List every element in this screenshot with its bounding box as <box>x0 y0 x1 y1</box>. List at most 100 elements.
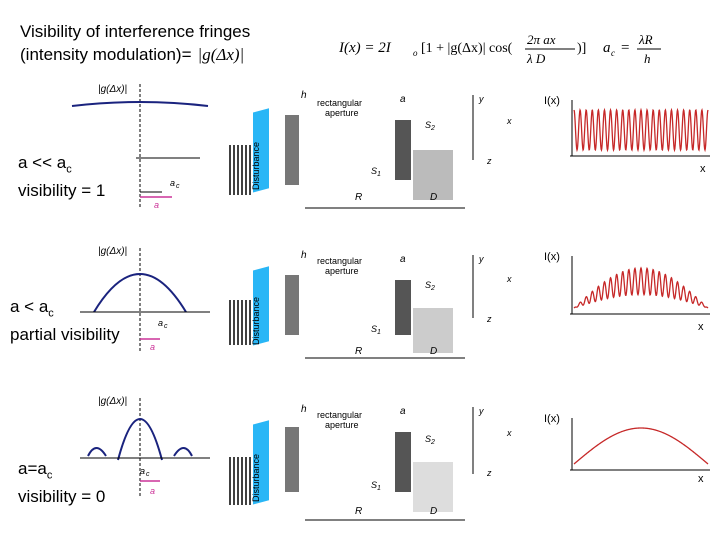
x-axis-label: x <box>506 116 512 126</box>
aperture-label-1: rectangular <box>317 98 362 108</box>
row-3-setup-diagram: Disturbance h rectangular aperture a S 2… <box>229 404 512 521</box>
aperture-label-2: aperture <box>325 266 359 276</box>
h-label: h <box>301 404 307 415</box>
s1-sub: 1 <box>377 329 381 336</box>
row-1-a-label: a <box>154 200 159 210</box>
s1-label: S <box>371 480 377 490</box>
row-1-ac-sub: c <box>176 183 180 190</box>
row-2-intensity-plot: I(x) x <box>544 251 710 333</box>
intensity-end: )] <box>577 41 586 56</box>
s2-sub: 2 <box>430 285 435 292</box>
ac-eq: = <box>621 40 629 56</box>
ac-numerator: λR <box>638 32 653 47</box>
row-3-intensity-plot: I(x) x <box>544 413 710 485</box>
a-label: a <box>400 254 406 265</box>
row-3-x-label: x <box>698 473 704 485</box>
incoming-wavefronts <box>229 300 251 345</box>
x-axis-label: x <box>506 428 512 438</box>
row-1-label-line-2: visibility = 1 <box>18 181 106 201</box>
row-2-coherence-curve <box>93 273 187 313</box>
intensity-denominator: λ D <box>526 51 546 66</box>
aperture-label-1: rectangular <box>317 410 362 420</box>
disturbance-label: Disturbance <box>251 297 261 345</box>
row-2-gdx-label: |g(Δx)| <box>98 246 127 257</box>
row-3-coherence-curve <box>87 418 193 461</box>
double-slit <box>395 432 411 492</box>
x-axis-label: x <box>506 274 512 284</box>
ac-lhs: a <box>603 40 611 56</box>
intensity-sub: o <box>413 48 418 58</box>
z-label: z <box>486 314 492 324</box>
d-label: D <box>430 506 437 517</box>
row-3-a-label: a <box>150 486 155 496</box>
a-label: a <box>400 406 406 417</box>
row-3-label-sub: c <box>46 469 53 482</box>
row-1-coherence-plot: |g(Δx)| a c a <box>71 84 209 210</box>
disturbance-label: Disturbance <box>251 454 261 502</box>
row-3-label-line-1: a=a <box>18 459 47 478</box>
row-3-label: a=ac visibility = 0 <box>18 458 105 507</box>
row-1-setup-diagram: Disturbance h rectangular aperture a S 2… <box>229 90 512 209</box>
row-1-label-line-1: a << a <box>18 153 67 172</box>
screen-fringes <box>413 462 453 512</box>
z-label: z <box>486 156 492 166</box>
screen-fringes <box>413 150 453 200</box>
row-2-label-line-2: partial visibility <box>10 325 120 345</box>
aperture-label-1: rectangular <box>317 256 362 266</box>
title-gdx: |g(Δx)| <box>197 45 245 64</box>
h-label: h <box>301 90 307 101</box>
ac-denominator: h <box>644 51 651 66</box>
d-label: D <box>430 346 437 357</box>
title-line-2: (intensity modulation)= <box>20 45 192 64</box>
z-label: z <box>486 468 492 478</box>
rectangular-aperture <box>285 427 299 492</box>
rectangular-aperture <box>285 115 299 185</box>
s1-label: S <box>371 324 377 334</box>
setup-waves <box>229 145 251 195</box>
row-2-ac-sub: c <box>164 323 168 330</box>
rectangular-aperture <box>285 275 299 335</box>
y-label: y <box>478 94 484 104</box>
s2-label: S <box>425 120 431 130</box>
aperture-label-2: aperture <box>325 420 359 430</box>
d-label: D <box>430 192 437 203</box>
y-label: y <box>478 254 484 264</box>
incoming-wavefronts <box>229 457 251 505</box>
row-1-intensity-plot: I(x) x <box>544 95 710 175</box>
r-label: R <box>355 192 362 203</box>
h-label: h <box>301 250 307 261</box>
r-label: R <box>355 506 362 517</box>
s2-sub: 2 <box>430 125 435 132</box>
intensity-numerator: 2π ax <box>527 32 556 47</box>
row-2-ac-label: a <box>158 318 163 328</box>
disturbance-box <box>253 420 269 505</box>
row-1-intensity-curve <box>573 107 709 153</box>
row-2-label-sub: c <box>48 307 54 320</box>
row-3-ac-sub: c <box>146 471 150 478</box>
row-2-coherence-plot: |g(Δx)| a c a <box>80 246 210 352</box>
double-slit <box>395 280 411 335</box>
row-2-x-label: x <box>698 321 704 333</box>
ac-sub: c <box>611 48 615 58</box>
formula-area: I(x) = 2I o [1 + |g(Δx)| cos( 2π ax λ D … <box>338 32 661 66</box>
intensity-formula: I(x) = 2I o [1 + |g(Δx)| cos( 2π ax λ D … <box>338 32 586 66</box>
row-2-a-label: a <box>150 342 155 352</box>
disturbance-box <box>253 108 269 193</box>
double-slit <box>395 120 411 180</box>
row-3-intensity-label: I(x) <box>544 413 560 425</box>
row-3-label-line-2: visibility = 0 <box>18 487 106 507</box>
s1-sub: 1 <box>377 171 381 178</box>
row-2-setup-diagram: Disturbance h rectangular aperture a S 2… <box>229 250 512 359</box>
row-3-gdx-label: |g(Δx)| <box>98 396 127 407</box>
row-1-gdx-label: |g(Δx)| <box>98 84 127 95</box>
aperture-label-2: aperture <box>325 108 359 118</box>
row-3-intensity-curve <box>573 427 709 465</box>
a-label: a <box>400 94 406 105</box>
row-1-intensity-label: I(x) <box>544 95 560 107</box>
row-3-coherence-plot: |g(Δx)| a c a <box>80 396 210 498</box>
intensity-mid: [1 + |g(Δx)| cos( <box>421 41 513 56</box>
row-1-coherence-curve <box>71 101 209 107</box>
disturbance-box <box>253 266 269 346</box>
